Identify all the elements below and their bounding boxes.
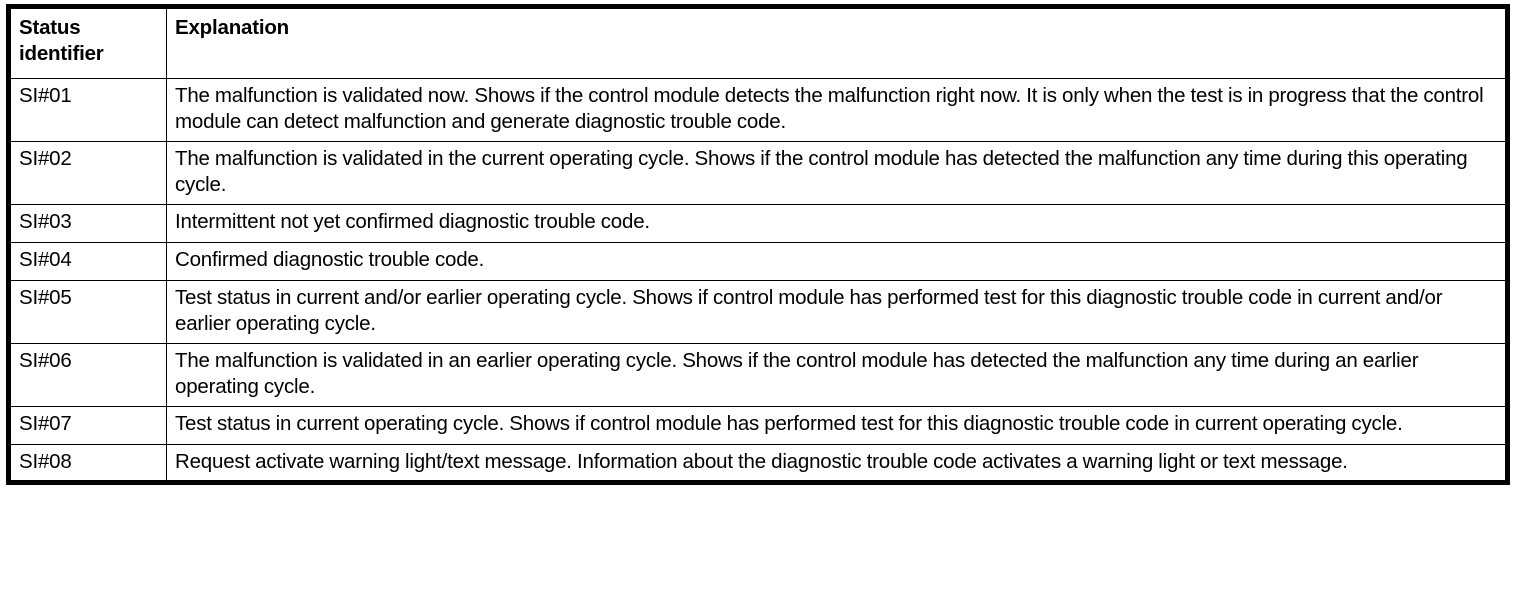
- cell-explanation: The malfunction is validated now. Shows …: [166, 78, 1508, 142]
- cell-explanation: Test status in current operating cycle. …: [166, 405, 1508, 445]
- cell-explanation: The malfunction is validated in an earli…: [166, 342, 1508, 407]
- table-row: SI#04 Confirmed diagnostic trouble code.: [8, 241, 1508, 281]
- cell-status-identifier: SI#02: [8, 140, 167, 205]
- table-body: SI#01 The malfunction is validated now. …: [8, 78, 1508, 483]
- table-header: Status identifier Explanation: [8, 6, 1508, 79]
- cell-explanation: The malfunction is validated in the curr…: [166, 140, 1508, 205]
- table-row: SI#03 Intermittent not yet confirmed dia…: [8, 203, 1508, 243]
- cell-explanation: Intermittent not yet confirmed diagnosti…: [166, 203, 1508, 243]
- column-header-status-identifier-line1: Status: [19, 16, 81, 39]
- status-identifier-table: Status identifier Explanation SI#01 The …: [6, 4, 1510, 485]
- cell-explanation: Request activate warning light/text mess…: [166, 443, 1508, 483]
- cell-status-identifier: SI#04: [8, 241, 167, 281]
- table-row: SI#01 The malfunction is validated now. …: [8, 78, 1508, 142]
- column-header-explanation: Explanation: [166, 6, 1508, 79]
- table-row: SI#08 Request activate warning light/tex…: [8, 443, 1508, 483]
- table-row: SI#06 The malfunction is validated in an…: [8, 342, 1508, 407]
- cell-explanation: Confirmed diagnostic trouble code.: [166, 241, 1508, 281]
- cell-status-identifier: SI#06: [8, 342, 167, 407]
- cell-status-identifier: SI#01: [8, 78, 167, 142]
- table-row: SI#07 Test status in current operating c…: [8, 405, 1508, 445]
- cell-status-identifier: SI#07: [8, 405, 167, 445]
- cell-status-identifier: SI#05: [8, 279, 167, 344]
- column-header-status-identifier-line2: identifier: [19, 42, 104, 66]
- table-row: SI#05 Test status in current and/or earl…: [8, 279, 1508, 344]
- cell-status-identifier: SI#08: [8, 443, 167, 483]
- cell-explanation: Test status in current and/or earlier op…: [166, 279, 1508, 344]
- column-header-status-identifier: Status identifier: [8, 6, 167, 79]
- cell-status-identifier: SI#03: [8, 203, 167, 243]
- table-row: SI#02 The malfunction is validated in th…: [8, 140, 1508, 205]
- table-header-row: Status identifier Explanation: [8, 6, 1508, 79]
